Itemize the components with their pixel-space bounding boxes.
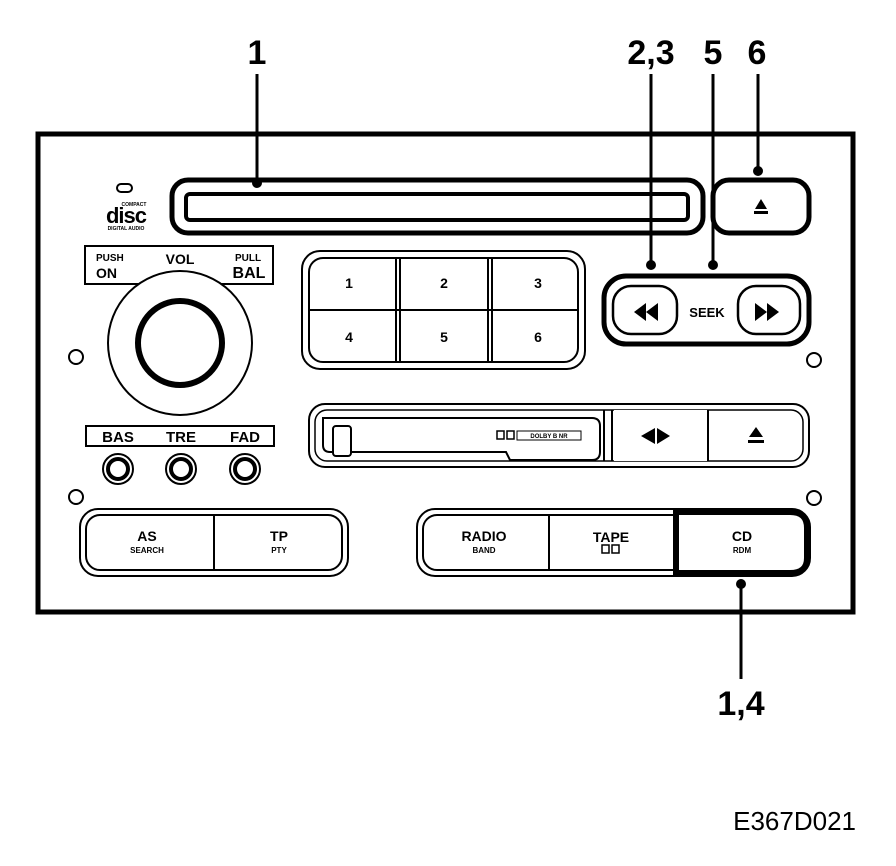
tape-direction-icon [641,428,670,444]
on-label: ON [96,265,117,281]
volume-knob[interactable] [107,270,253,416]
cd-eject-button[interactable] [710,177,812,236]
band-label: BAND [472,546,495,555]
dolby-symbol-icon [601,544,620,554]
as-tp-group [79,508,349,577]
cd-logo-digital-audio: DIGITAL AUDIO [108,226,145,232]
tape-label: TAPE [593,529,629,545]
pty-label: PTY [271,546,287,555]
tp-pty-button[interactable]: TP PTY [270,528,288,555]
radio-band-button[interactable]: RADIO BAND [461,528,506,555]
search-label: SEARCH [130,546,164,555]
bass-knob[interactable] [102,453,134,485]
tp-label: TP [270,528,288,544]
mount-hole-tl [68,349,84,365]
pull-label: PULL [235,253,261,264]
dolby-badge: DOLBY B NR [496,430,582,441]
cd-logo-compact: COMPACT [122,202,147,208]
figure-id: E367D021 [733,806,856,836]
as-label: AS [137,528,156,544]
callout-lines [252,74,763,679]
bas-label: BAS [102,429,134,446]
tape-direction-button[interactable] [614,410,708,461]
preset-button-1[interactable]: 1 [345,275,353,291]
callout-2-3: 2,3 [627,34,674,72]
mount-hole-br [806,490,822,506]
preset-button-5[interactable]: 5 [440,329,448,345]
seek-back-button[interactable] [611,284,679,336]
preset-button-2[interactable]: 2 [440,275,448,291]
fad-label: FAD [230,429,260,446]
push-label: PUSH [96,253,124,264]
cd-logo-disc: disc [106,203,147,228]
preset-button-6[interactable]: 6 [534,329,542,345]
cd-label: CD [732,528,752,544]
eject-icon [754,199,768,214]
tape-button[interactable]: TAPE [593,529,629,554]
treble-knob[interactable] [165,453,197,485]
eject-icon [748,427,764,443]
preset-panel [301,250,586,370]
callout-1: 1 [248,34,267,72]
rewind-icon [634,303,658,321]
tre-label: TRE [166,429,196,446]
seek-forward-button[interactable] [736,284,802,336]
seek-label: SEEK [689,305,725,320]
bal-label: BAL [233,265,266,282]
as-search-button[interactable]: AS SEARCH [130,528,164,555]
preset-button-4[interactable]: 4 [345,329,353,345]
callout-6: 6 [748,34,767,72]
fast-forward-icon [755,303,779,321]
cassette-slot[interactable] [322,417,601,461]
mount-hole-bl [68,489,84,505]
cd-slot[interactable] [169,177,706,236]
radio-label: RADIO [461,528,506,544]
callout-1-4: 1,4 [717,685,764,723]
callout-5: 5 [704,34,723,72]
tone-label-box: BAS TRE FAD [85,425,275,447]
vol-label: VOL [166,251,195,267]
fader-knob[interactable] [229,453,261,485]
tape-eject-button[interactable] [748,427,764,443]
mount-hole-tr [806,352,822,368]
preset-button-3[interactable]: 3 [534,275,542,291]
dolby-label: DOLBY B NR [530,434,568,440]
compact-disc-logo: COMPACT disc DIGITAL AUDIO [106,183,148,232]
rdm-label: RDM [733,546,752,555]
cd-rdm-button[interactable]: CD RDM [673,509,810,576]
